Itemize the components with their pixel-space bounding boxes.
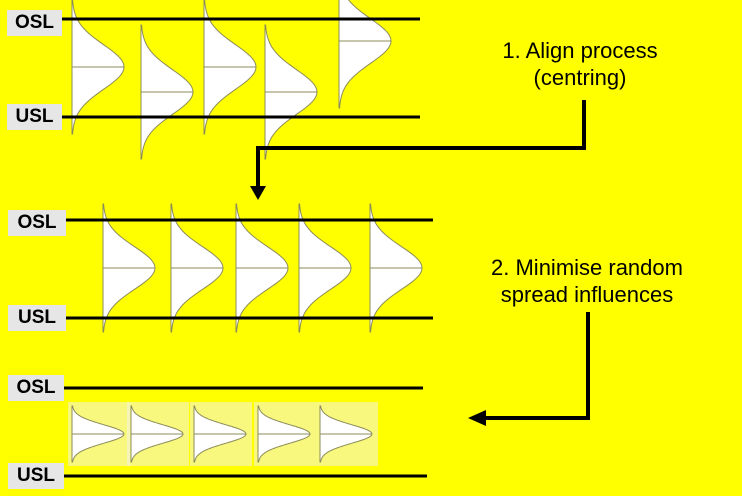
distribution-curve-centred-5 [369,203,423,333]
step-1-text: 1. Align process (centring) [468,37,692,91]
distribution-curve-centred-4 [298,203,352,333]
distribution-curve-uncentred-5 [338,0,392,109]
panel-centred-curves [102,203,423,333]
osl-label-3: OSL [8,375,64,401]
step-1-line-1: 1. Align process [502,38,658,63]
distribution-curve-centred-2 [170,203,224,333]
distribution-curve-uncentred-2 [140,24,194,160]
step-2-line-2: spread influences [500,282,674,307]
distribution-curve-narrow-4 [254,402,316,466]
osl-label-2: OSL [8,210,66,236]
step-2-line-1: 2. Minimise random [491,255,683,280]
panel-centred [62,203,433,333]
distribution-curve-uncentred-4 [264,24,318,160]
panel-uncentred-curves [71,0,392,160]
distribution-curve-uncentred-1 [71,0,125,135]
osl-label-1: OSL [7,10,62,36]
distribution-curve-narrow-2 [127,402,189,466]
panel-uncentred [60,0,420,160]
arrow-step-2 [468,312,590,426]
distribution-curve-centred-3 [235,203,289,333]
distribution-curve-narrow-3 [190,402,252,466]
usl-label-1: USL [7,104,62,130]
arrow-step-1 [250,100,586,200]
usl-label-3: USL [8,463,64,489]
step-2-text: 2. Minimise random spread influences [462,254,712,308]
distribution-curve-narrow-1 [68,402,130,466]
usl-label-2: USL [8,305,66,331]
distribution-curve-uncentred-3 [203,0,257,135]
step-1-line-2: (centring) [533,65,627,90]
panel-narrow-curves [68,402,378,466]
distribution-curve-narrow-5 [316,402,378,466]
panel-narrow [62,386,427,478]
distribution-curve-centred-1 [102,203,156,333]
